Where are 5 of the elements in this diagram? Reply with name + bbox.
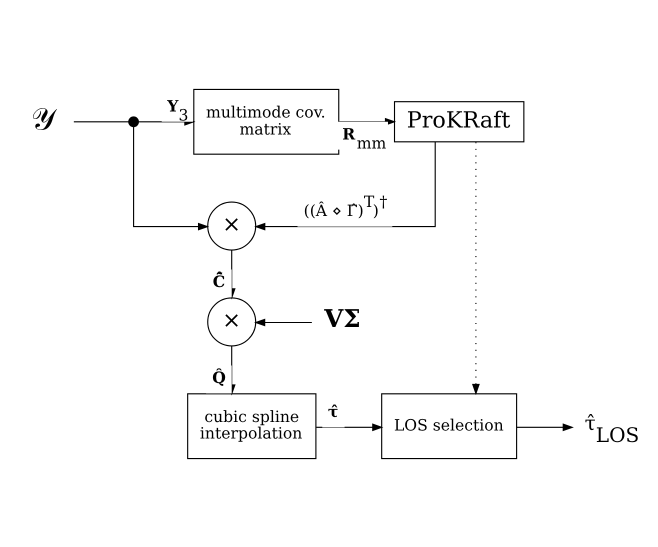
node-text: 𝒴	[31, 100, 56, 137]
node-text: VΣ	[324, 304, 361, 333]
edge-label: τ̂	[328, 401, 338, 420]
edge-label: Q̂	[212, 368, 226, 387]
edge-label: C̃̂	[212, 272, 226, 291]
